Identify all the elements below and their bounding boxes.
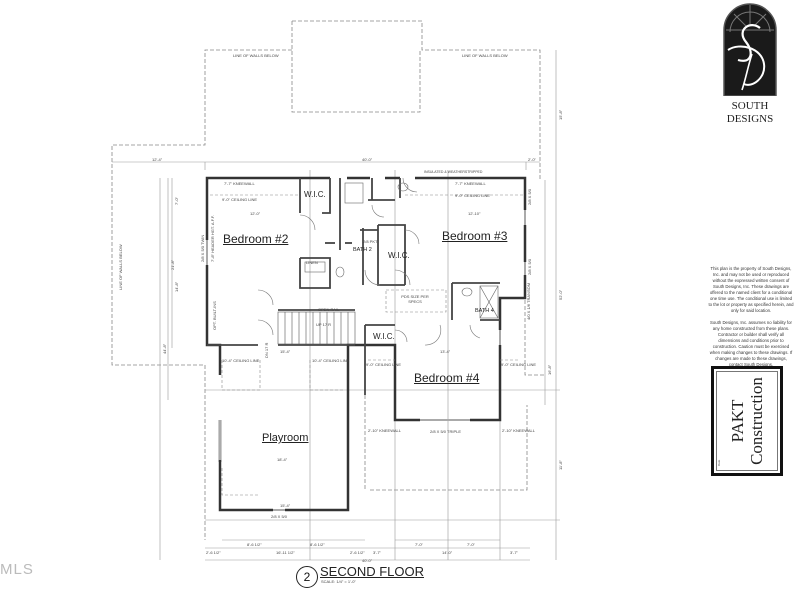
kneewall-b2-note: 7'-7" KNEEWALL (224, 181, 255, 186)
company-name-line1: SOUTH (731, 100, 769, 112)
disclaimer-paragraph-2: South Designs, Inc. assumes no liability… (709, 320, 793, 367)
client-name: PAKT Construction (728, 377, 766, 465)
dim-b3-width: 12'-10" (468, 211, 481, 216)
window-bath4-note: 4/0 X 1/6 TRANSOM (526, 282, 531, 320)
playroom-label: Playroom (262, 432, 309, 444)
dim-bottom-row-4: 3'-7" (373, 550, 381, 555)
disclaimer-paragraph-1: This plan is the property of South Desig… (708, 266, 794, 313)
kneewall-b4-left-note: 2'-10" KNEEWALL (368, 428, 401, 433)
dim-bottom-b4-a: 7'-0" (415, 542, 423, 547)
arched-window-sd-monogram-icon (723, 3, 777, 96)
client-name-line2: Construction (747, 377, 766, 465)
drawing-scale: SCALE: 1/4" = 1'-0" (321, 579, 356, 584)
dimension-lines (112, 50, 560, 561)
ceiling-playroom-left-note: 10'-4" CEILING LINE (222, 358, 260, 363)
company-name: SOUTH DESIGNS (700, 100, 800, 126)
dim-bottom-row-6: 3'-7" (510, 550, 518, 555)
insulated-note: INSULATED & WEATHERSTRIPPED (424, 170, 483, 174)
stairs-down-note: DN 17 R (264, 342, 269, 358)
ceiling-b4-left-note: 9'-0" CEILING LINE (366, 362, 402, 367)
dim-bottom-row-2: 16'-11 1/2" (276, 550, 295, 555)
windows (206, 210, 526, 511)
walls-below-outline (111, 20, 545, 540)
bedroom-2-label: Bedroom #2 (223, 232, 289, 246)
pocket-door-note: 2/8 PKT (363, 239, 378, 244)
ceiling-lines (210, 194, 525, 496)
dim-right-bottom: 11'-8" (558, 460, 563, 470)
wic-1-label: W.I.C. (304, 190, 326, 199)
wic-2-label: W.I.C. (388, 251, 410, 260)
stairs-up-note: UP 17 R (316, 322, 332, 327)
bath-4-label: BATH 4 (475, 308, 494, 314)
dim-b4-width: 13'-4" (440, 349, 451, 354)
ceiling-playroom-right-note: 10'-4" CEILING LINE (312, 358, 350, 363)
ceiling-b4-right-note: 9'-0" CEILING LINE (501, 362, 537, 367)
kneewall-b3-note: 7'-7" KNEEWALL (455, 181, 486, 186)
pds-note: PDS SIZE PER SPECS (401, 294, 429, 304)
dim-top-main: 40'-0" (362, 157, 373, 162)
drawing-title: SECOND FLOOR (320, 564, 425, 579)
window-b3-top-note: 2/8 X 5/0 (527, 188, 532, 205)
dim-left-b2-sub2: 14'-8" (174, 281, 179, 292)
dim-top-right: 2'-0" (528, 157, 536, 162)
interior-walls (207, 178, 500, 395)
dim-right-upper: 15'-8" (558, 109, 563, 120)
dim-play-width2: 18'-4" (277, 457, 288, 462)
stairs (277, 311, 356, 345)
disclaimer-text: This plan is the property of South Desig… (708, 266, 794, 368)
ceiling-b2-note: 9'-0" CEILING LINE (222, 197, 258, 202)
bedroom-3-label: Bedroom #3 (442, 229, 508, 243)
dim-bottom-row-5: 14'-0" (442, 550, 453, 555)
open-rail-note: OPEN RAIL (318, 307, 340, 312)
dim-bottom-overall: 40'-0" (362, 558, 373, 563)
door-swings (257, 177, 481, 346)
line-of-walls-note-right: LINE OF WALLS BELOW (462, 53, 508, 58)
ceiling-b3-note: 9'-0" CEILING LINE (455, 193, 491, 198)
bedroom-4-label: Bedroom #4 (414, 371, 480, 385)
date-label: Date (717, 459, 721, 466)
dim-bottom-b4-b: 7'-0" (467, 542, 475, 547)
window-b2-note: 2/8 X 5/0 TWIN (200, 234, 205, 262)
dim-bottom-row-1: 2'-6 1/2" (206, 550, 221, 555)
dim-top-left: 12'-4" (152, 157, 163, 162)
dim-b2-width: 12'-0" (250, 211, 261, 216)
dim-bottom-row-3: 2'-6 1/2" (350, 550, 365, 555)
dim-right-lower: 16'-8" (547, 364, 552, 375)
drawing-number-badge: 2 (296, 566, 318, 588)
dim-right-overall: 52'-0" (558, 289, 563, 300)
opt-built-ins-note: OPT. BUILT-INS (212, 301, 217, 330)
client-title-box: PAKT Construction Date (711, 366, 783, 476)
dim-play-width1: 15'-4" (280, 349, 291, 354)
dim-bottom-left-a: 8'-6 1/2" (247, 542, 262, 547)
mls-watermark: MLS (0, 561, 34, 578)
window-playroom-note: 2/8 X 5/0 (271, 514, 288, 519)
dim-left-b2: 21'-8" (170, 259, 175, 270)
linen-label: LINEN (306, 260, 318, 265)
dim-play-width3: 15'-4" (280, 503, 291, 508)
fixtures (304, 182, 499, 319)
window-b4-note: 2/8 X 5/0 TRIPLE (430, 429, 462, 434)
window-b3-bottom-note: 2/8 X 5/0 (527, 258, 532, 275)
dim-left-overall: 44'-8" (162, 343, 167, 354)
bath-2-label: BATH 2 (353, 247, 372, 253)
client-name-line1: PAKT (728, 399, 747, 443)
line-of-walls-note-side: LINE OF WALLS BELOW (118, 244, 123, 290)
exterior-walls (205, 176, 527, 512)
wic-3-label: W.I.C. (373, 332, 395, 341)
header-height-b2-note: 7'-8" HEADER HGT. A.F.F. (210, 215, 215, 262)
dim-left-b2-sub1: 7'-0" (174, 197, 179, 205)
line-of-walls-note-left: LINE OF WALLS BELOW (233, 53, 279, 58)
kneewall-b4-right-note: 2'-10" KNEEWALL (502, 428, 535, 433)
dim-bottom-left-b: 8'-6 1/2" (310, 542, 325, 547)
company-name-line2: DESIGNS (726, 113, 774, 125)
